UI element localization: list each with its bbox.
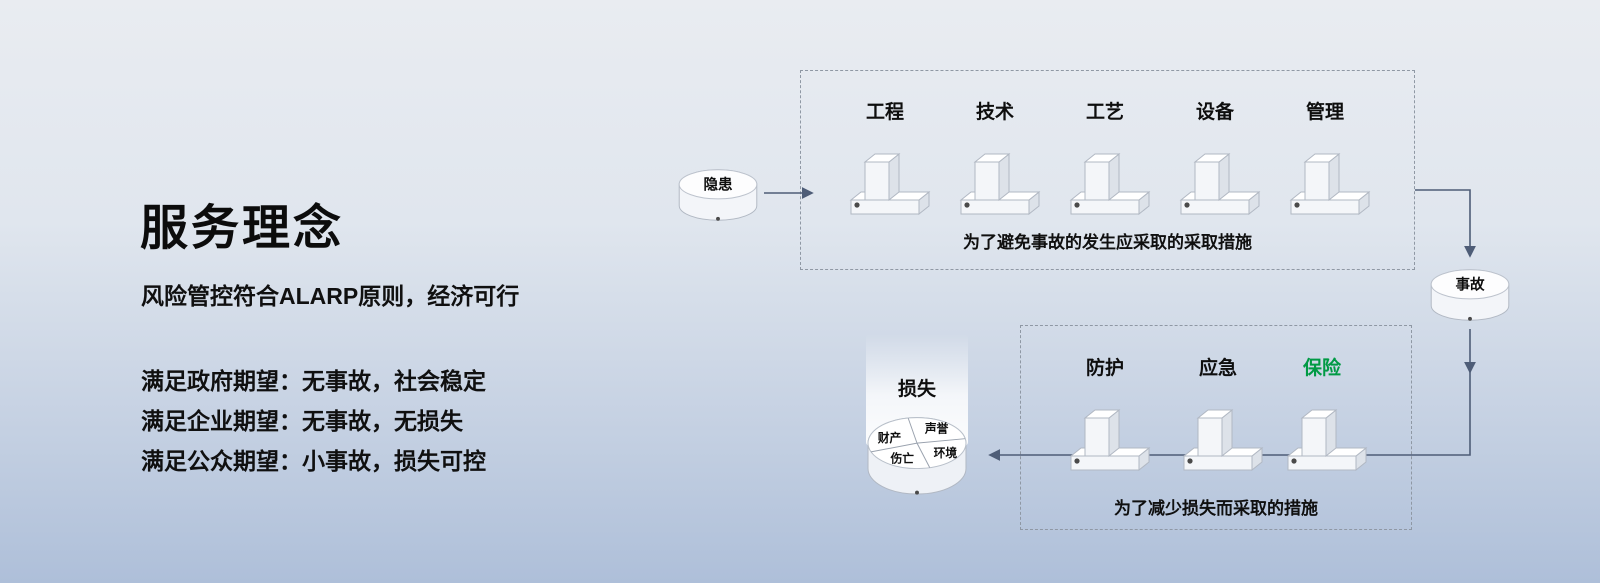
barrier-label-insurance: 保险 bbox=[1302, 358, 1341, 379]
barrier-label: 防护 bbox=[1085, 358, 1124, 379]
expectation-enterprise: 满足企业期望：无事故，无损失 bbox=[141, 408, 463, 434]
barrier-label: 设备 bbox=[1195, 102, 1234, 123]
expectation-public: 满足公众期望：小事故，损失可控 bbox=[141, 448, 486, 474]
barrier-insurance: 保险 bbox=[1267, 356, 1377, 480]
barrier-block-icon bbox=[850, 153, 930, 215]
barrier-block-icon bbox=[1070, 409, 1150, 471]
barrier-emergency: 应急 bbox=[1163, 356, 1273, 480]
accident-cylinder-icon: 事故 bbox=[1430, 269, 1510, 322]
barrier-equipment: 设备 bbox=[1160, 100, 1270, 224]
page-subtitle: 风险管控符合ALARP原则，经济可行 bbox=[141, 283, 520, 309]
hazard-cylinder-icon: 隐患 bbox=[678, 169, 758, 222]
barrier-block-icon bbox=[1180, 153, 1260, 215]
accident-label: 事故 bbox=[1455, 276, 1485, 294]
page-title: 服务理念 bbox=[140, 202, 345, 255]
barrier-engineering: 工程 bbox=[830, 100, 940, 224]
prevention-caption: 为了避免事故的发生应采取的采取措施 bbox=[963, 233, 1252, 252]
barrier-technology: 技术 bbox=[940, 100, 1050, 224]
loss-label: 损失 bbox=[897, 379, 936, 400]
hazard-label: 隐患 bbox=[703, 176, 733, 194]
loss-slice-environment: 环境 bbox=[934, 446, 958, 460]
barrier-label: 工艺 bbox=[1085, 102, 1124, 123]
barrier-label: 管理 bbox=[1305, 102, 1344, 123]
loss-slice-property: 财产 bbox=[877, 431, 902, 445]
barrier-block-icon bbox=[1287, 409, 1367, 471]
expectation-government: 满足政府期望：无事故，社会稳定 bbox=[141, 368, 486, 394]
barrier-block-icon bbox=[1070, 153, 1150, 215]
mitigation-caption: 为了减少损失而采取的措施 bbox=[1114, 499, 1318, 518]
loss-slice-casualty: 伤亡 bbox=[890, 452, 915, 466]
barrier-label: 技术 bbox=[975, 102, 1014, 123]
barrier-label: 应急 bbox=[1198, 358, 1237, 379]
barrier-block-icon bbox=[960, 153, 1040, 215]
loss-slice-reputation: 声誉 bbox=[924, 421, 949, 435]
barrier-management: 管理 bbox=[1270, 100, 1380, 224]
loss-pie-icon: 财产 声誉 伤亡 环境 bbox=[867, 417, 967, 495]
barrier-label: 工程 bbox=[865, 102, 904, 123]
barrier-block-icon bbox=[1290, 153, 1370, 215]
barrier-protection: 防护 bbox=[1050, 356, 1160, 480]
prevention-box bbox=[800, 70, 1415, 270]
barrier-block-icon bbox=[1183, 409, 1263, 471]
expectation-list: 满足政府期望：无事故，社会稳定 满足企业期望：无事故，无损失 满足公众期望：小事… bbox=[141, 361, 486, 481]
barrier-process: 工艺 bbox=[1050, 100, 1160, 224]
